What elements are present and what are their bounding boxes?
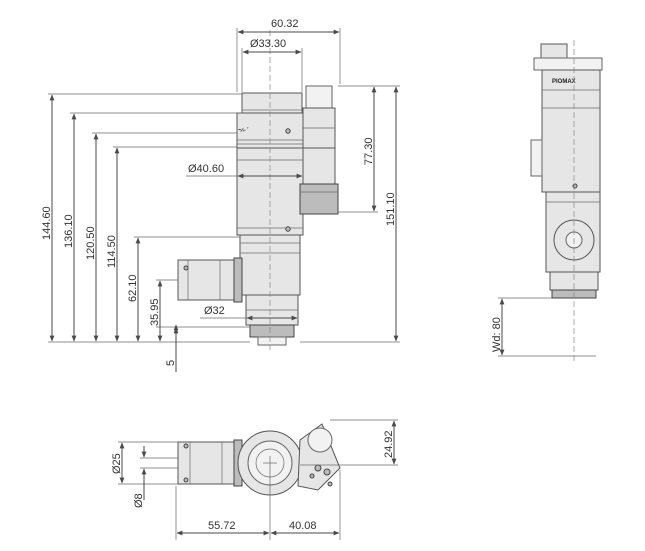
bottom-hole-icon-4 (327, 481, 333, 487)
side-top-flange (533, 57, 603, 71)
bottom-tube-top (307, 427, 333, 453)
bottom-hole-icon-3 (309, 473, 315, 479)
dim-dia-bottom: Ø32 (204, 305, 225, 317)
dim-wd: Wd: 80 (491, 317, 503, 352)
dim-bottom-w40: 40.08 (289, 520, 317, 532)
dim-dia-body: Ø40.60 (188, 163, 224, 175)
dim-width-top: 60.32 (271, 18, 299, 30)
light-port-collar (233, 257, 243, 303)
dim-h-total: 144.60 (41, 206, 53, 240)
dim-h-5: 5 (165, 360, 177, 366)
right-tube-base (299, 183, 339, 215)
dim-right-77: 77.30 (363, 137, 375, 165)
bottom-hole-icon-2 (323, 468, 331, 476)
bottom-light-port (177, 441, 235, 485)
side-top-knob (540, 43, 568, 59)
screw-icon (285, 128, 291, 134)
side-port (530, 139, 543, 177)
dim-bottom-w55: 55.72 (208, 520, 236, 532)
side-body (541, 69, 601, 193)
dim-right-151: 151.10 (385, 192, 397, 226)
front-logo: ~∕⌐ ̊ (238, 127, 249, 134)
right-tube-top (305, 85, 333, 109)
dim-h-35: 35.95 (149, 298, 161, 326)
front-view: ~∕⌐ ̊ 60.32 (41, 18, 400, 372)
dim-h-62: 62.10 (127, 274, 139, 302)
objective-lens (257, 336, 287, 346)
right-tube-lower (302, 147, 336, 185)
side-view: PIOMAX Wd: 80 (491, 40, 603, 362)
dim-h-114: 114.50 (106, 235, 118, 268)
dim-bottom-dia8: Ø8 (133, 493, 145, 508)
screw-icon-2 (285, 226, 291, 232)
dim-h-120: 120.50 (85, 226, 97, 260)
side-screw-icon (572, 183, 578, 189)
port-screw-icon (183, 265, 189, 271)
bottom-hole-icon (314, 464, 322, 472)
dim-dia-top: Ø33.30 (250, 38, 286, 50)
bottom-view: Ø25 Ø8 55.72 40.08 24.92 (111, 419, 398, 540)
bottom-screw-icon (183, 443, 189, 449)
bottom-screw-icon-2 (183, 477, 189, 483)
dim-bottom-dia25: Ø25 (111, 453, 123, 474)
side-brand: PIOMAX (552, 79, 576, 85)
dim-bottom-h24: 24.92 (383, 430, 395, 458)
objective-tip (249, 324, 295, 338)
dim-h-136: 136.10 (63, 214, 75, 248)
